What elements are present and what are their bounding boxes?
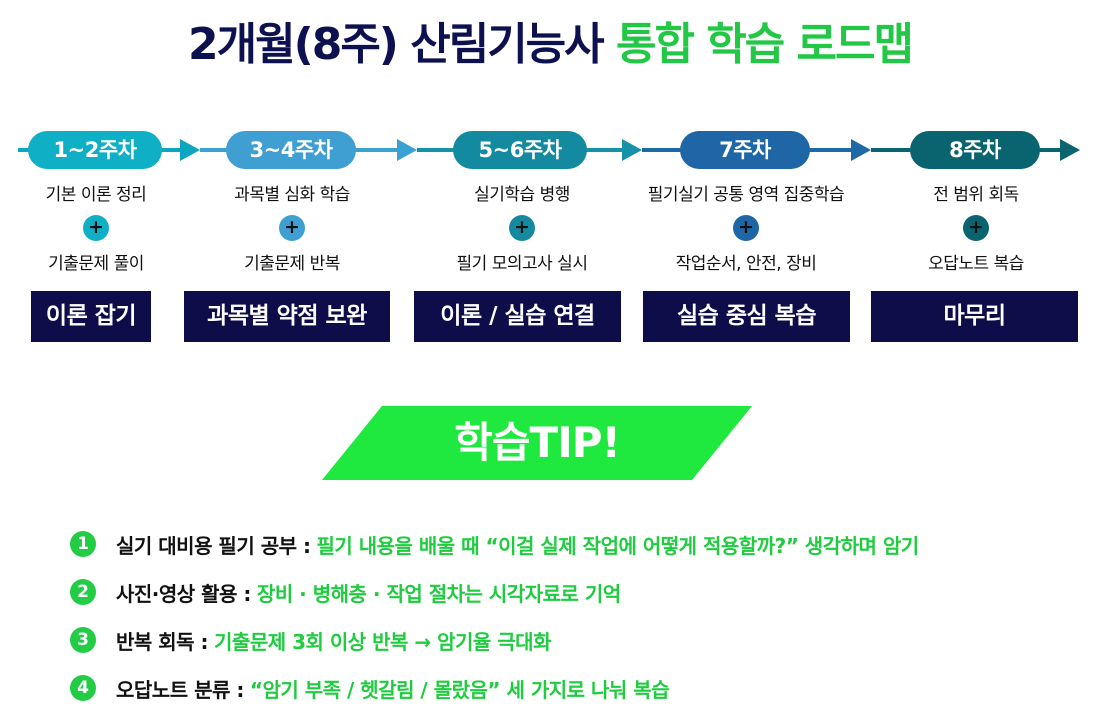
week-4-item-1: 필기실기 공통 영역 집중학습 <box>647 185 845 205</box>
week-4-goal: 실습 중심 복습 <box>643 291 850 342</box>
tip-item: 4 오답노트 분류 : “암기 부족 / 헷갈림 / 몰랐음” 세 가지로 나눠… <box>70 664 1080 711</box>
tips-list: 1 실기 대비용 필기 공부 : 필기 내용을 배울 때 “이걸 실제 작업에 … <box>70 520 1080 711</box>
arrow-right-icon <box>1060 139 1080 161</box>
tip-label: 사진·영상 활용 : <box>116 581 251 606</box>
number-badge-icon: 4 <box>70 675 96 701</box>
week-column-4: 필기실기 공통 영역 집중학습 + 작업순서, 안전, 장비 <box>628 180 864 274</box>
tip-item: 3 반복 회독 : 기출문제 3회 이상 반복 → 암기율 극대화 <box>70 616 1080 664</box>
title-main: 2개월(8주) 산림기능사 <box>188 19 605 70</box>
week-5-item-1: 전 범위 회독 <box>933 185 1019 205</box>
number-badge-icon: 1 <box>70 531 96 557</box>
page-title: 2개월(8주) 산림기능사 통합 학습 로드맵 <box>0 8 1100 72</box>
week-pill-1: 1~2주차 <box>28 131 162 169</box>
tip-item: 2 사진·영상 활용 : 장비 · 병해충 · 작업 절차는 시각자료로 기억 <box>70 568 1080 616</box>
week-3-goal: 이론 / 실습 연결 <box>414 291 621 342</box>
tip-label: 실기 대비용 필기 공부 : <box>116 533 311 558</box>
week-pill-2: 3~4주차 <box>226 131 356 169</box>
week-5-item-2: 오답노트 복습 <box>928 254 1024 274</box>
week-1-item-2: 기출문제 풀이 <box>48 254 144 274</box>
plus-icon: + <box>963 215 989 241</box>
week-5-goal: 마무리 <box>871 291 1078 342</box>
week-column-3: 실기학습 병행 + 필기 모의고사 실시 <box>424 180 620 274</box>
tip-description: 기출문제 3회 이상 반복 → 암기율 극대화 <box>214 629 551 654</box>
week-column-5: 전 범위 회독 + 오답노트 복습 <box>888 180 1064 274</box>
tip-description: 장비 · 병해충 · 작업 절차는 시각자료로 기억 <box>256 581 621 606</box>
plus-icon: + <box>279 215 305 241</box>
arrow-right-icon <box>180 139 200 161</box>
arrow-right-icon <box>397 139 417 161</box>
tip-banner: 학습TIP! <box>454 418 621 467</box>
week-1-item-1: 기본 이론 정리 <box>45 185 147 205</box>
week-pill-4: 7주차 <box>680 131 810 169</box>
plus-icon: + <box>509 215 535 241</box>
number-badge-icon: 2 <box>70 579 96 605</box>
number-badge-icon: 3 <box>70 627 96 653</box>
week-pill-3: 5~6주차 <box>453 131 587 169</box>
tip-description: 필기 내용을 배울 때 “이걸 실제 작업에 어떻게 적용할까?” 생각하며 암… <box>316 533 919 558</box>
tip-label: 반복 회독 : <box>116 629 209 654</box>
arrow-right-icon <box>622 139 642 161</box>
week-1-goal: 이론 잡기 <box>31 291 151 342</box>
week-column-1: 기본 이론 정리 + 기출문제 풀이 <box>10 180 182 274</box>
week-2-item-2: 기출문제 반복 <box>244 254 340 274</box>
plus-icon: + <box>83 215 109 241</box>
tip-item: 1 실기 대비용 필기 공부 : 필기 내용을 배울 때 “이걸 실제 작업에 … <box>70 520 1080 568</box>
week-2-item-1: 과목별 심화 학습 <box>234 185 350 205</box>
arrow-right-icon <box>851 139 871 161</box>
week-4-item-2: 작업순서, 안전, 장비 <box>675 254 817 274</box>
week-2-goal: 과목별 약점 보완 <box>184 291 390 342</box>
title-accent: 통합 학습 로드맵 <box>615 19 914 70</box>
week-3-item-1: 실기학습 병행 <box>474 185 570 205</box>
week-pill-5: 8주차 <box>910 131 1040 169</box>
roadmap-timeline: 1~2주차 기본 이론 정리 + 기출문제 풀이 이론 잡기 3~4주차 과목별… <box>0 128 1100 348</box>
week-3-item-2: 필기 모의고사 실시 <box>456 254 588 274</box>
week-column-2: 과목별 심화 학습 + 기출문제 반복 <box>200 180 384 274</box>
plus-icon: + <box>733 215 759 241</box>
tip-label: 오답노트 분류 : <box>116 677 244 702</box>
tip-banner-shape <box>322 406 752 480</box>
tip-description: “암기 부족 / 헷갈림 / 몰랐음” 세 가지로 나눠 복습 <box>249 677 670 702</box>
